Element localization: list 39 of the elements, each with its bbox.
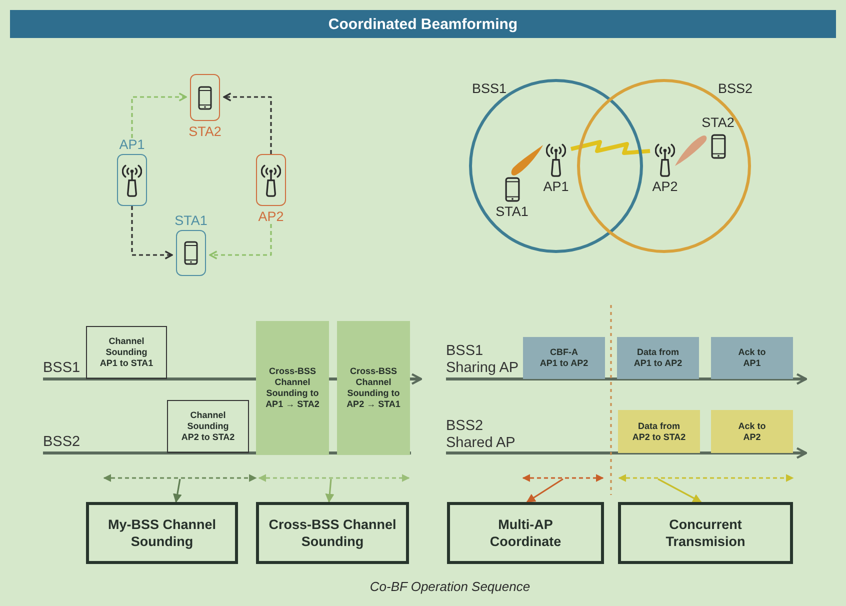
timing-block: Channel Sounding AP1 to STA1 — [86, 326, 167, 379]
phase-box: Cross-BSS Channel Sounding — [256, 502, 409, 564]
device-label: AP2 — [652, 179, 678, 194]
pointer-arrow — [172, 478, 182, 503]
pointer-arrow — [658, 478, 702, 503]
caption: Co-BF Operation Sequence — [368, 579, 532, 594]
phase-box: My-BSS Channel Sounding — [86, 502, 238, 564]
phase-box: Concurrent Transmision — [618, 502, 793, 564]
timing-block: CBF-A AP1 to AP2 — [523, 337, 605, 379]
title-banner: Coordinated Beamforming — [10, 10, 836, 38]
timeline-label: BSS2 Shared AP — [446, 418, 516, 452]
device-label: AP2 — [258, 210, 284, 224]
dashed-arrow — [131, 92, 187, 138]
circle-label: BSS1 — [472, 81, 507, 96]
timeline-label: BSS1 — [43, 360, 80, 377]
device-label: AP1 — [119, 138, 145, 152]
timing-block: Data from AP2 to STA2 — [618, 410, 700, 453]
device-label: STA1 — [174, 214, 208, 228]
device-label: STA2 — [188, 125, 222, 139]
timing-block: Ack to AP2 — [711, 410, 793, 453]
dashed-arrow — [131, 206, 173, 260]
timing-block: Ack to AP1 — [711, 337, 793, 379]
device-label: STA1 — [496, 204, 528, 219]
dashed-arrow — [209, 224, 272, 260]
dashed-arrow — [223, 92, 272, 154]
pointer-arrow — [526, 478, 564, 503]
circle-label: BSS2 — [718, 81, 753, 96]
pointer-arrow — [325, 478, 334, 503]
timeline-label: BSS2 — [43, 434, 80, 451]
timing-block: Cross-BSS Channel Sounding to AP1 → STA2 — [256, 321, 329, 455]
timing-block: Data from AP1 to AP2 — [617, 337, 699, 379]
timeline-label: BSS1 Sharing AP — [446, 343, 520, 377]
coverage-circle — [577, 79, 751, 253]
coverage-circle — [469, 79, 643, 253]
device-label: STA2 — [702, 115, 734, 130]
timing-block: Cross-BSS Channel Sounding to AP2 → STA1 — [337, 321, 410, 455]
phase-box: Multi-AP Coordinate — [447, 502, 604, 564]
timing-block: Channel Sounding AP2 to STA2 — [167, 400, 249, 453]
device-label: AP1 — [543, 179, 569, 194]
